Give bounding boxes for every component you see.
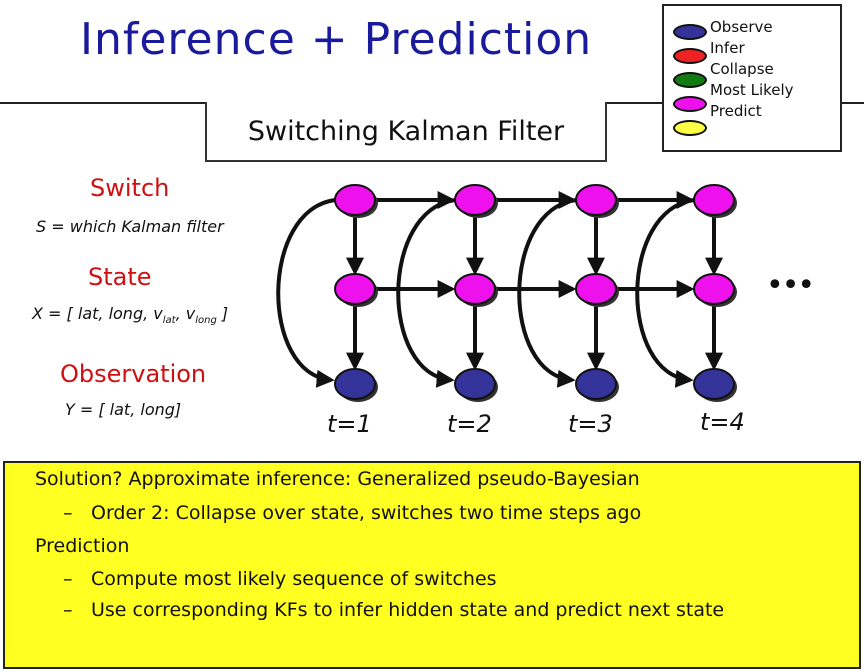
observation-node-t1 bbox=[334, 368, 376, 400]
state-row-label: State bbox=[88, 263, 152, 291]
switch-node-t2 bbox=[454, 184, 496, 216]
legend-swatch-predict bbox=[673, 120, 707, 136]
state-desc-sub-long: long bbox=[195, 315, 217, 327]
page-title: Inference + Prediction bbox=[80, 14, 593, 65]
bullet-solution: Solution? Approximate inference: General… bbox=[35, 468, 640, 490]
state-node-t2 bbox=[454, 273, 496, 305]
observation-row-desc: Y = [ lat, long] bbox=[65, 400, 182, 419]
observation-row-label: Observation bbox=[60, 360, 207, 388]
state-desc-mid: , v bbox=[175, 304, 196, 323]
state-row-desc: X = [ lat, long, vlat, vlong ] bbox=[32, 304, 228, 326]
switch-node-t1 bbox=[334, 184, 376, 216]
time-label-3: t=3 bbox=[568, 410, 613, 438]
bullet-most-likely-sequence: –Compute most likely sequence of switche… bbox=[63, 568, 497, 590]
switch-row-label: Switch bbox=[90, 174, 170, 202]
edge-switch-to-observation-t1 bbox=[276, 198, 336, 388]
legend-label-predict: Predict bbox=[710, 102, 762, 120]
legend-swatch-observe bbox=[673, 24, 707, 40]
state-desc-prefix: X = [ lat, long, v bbox=[32, 304, 163, 323]
state-node-t1 bbox=[334, 273, 376, 305]
bullet-dash: – bbox=[63, 599, 73, 621]
bullet-most-likely-sequence-text: Compute most likely sequence of switches bbox=[91, 568, 497, 590]
continuation-ellipsis: ••• bbox=[766, 268, 815, 303]
bullet-dash: – bbox=[63, 568, 73, 590]
bullet-order-2-text: Order 2: Collapse over state, switches t… bbox=[91, 502, 642, 524]
switching-kalman-diagram bbox=[276, 184, 737, 402]
bullet-use-kfs-text: Use corresponding KFs to infer hidden st… bbox=[91, 599, 725, 621]
subtitle: Switching Kalman Filter bbox=[247, 115, 565, 147]
switch-node-t4 bbox=[693, 184, 735, 216]
switch-node-t3 bbox=[575, 184, 617, 216]
edge-switch-to-observation-t3 bbox=[517, 198, 577, 388]
time-label-2: t=2 bbox=[447, 410, 492, 438]
bullet-use-kfs: –Use corresponding KFs to infer hidden s… bbox=[63, 599, 724, 621]
legend-label-most-likely: Most Likely bbox=[710, 81, 794, 99]
bullet-dash: – bbox=[63, 502, 73, 524]
time-label-4: t=4 bbox=[700, 408, 745, 436]
state-node-t3 bbox=[575, 273, 617, 305]
observation-node-t2 bbox=[454, 368, 496, 400]
state-desc-suffix: ] bbox=[216, 304, 229, 323]
bullet-prediction: Prediction bbox=[35, 535, 130, 557]
legend-label-observe: Observe bbox=[710, 18, 773, 36]
legend-swatch-most-likely bbox=[673, 96, 707, 112]
switch-row-desc: S = which Kalman filter bbox=[36, 217, 224, 236]
time-label-1: t=1 bbox=[327, 410, 372, 438]
legend-label-collapse: Collapse bbox=[710, 60, 774, 78]
edge-switch-to-observation-t4 bbox=[635, 198, 695, 388]
subtitle-box: Switching Kalman Filter bbox=[205, 102, 607, 162]
legend: Observe Infer Collapse Most Likely Predi… bbox=[662, 4, 842, 152]
solution-panel: Solution? Approximate inference: General… bbox=[3, 461, 861, 669]
state-desc-sub-lat: lat bbox=[162, 315, 176, 327]
observation-node-t3 bbox=[575, 368, 617, 400]
legend-swatch-collapse bbox=[673, 72, 707, 88]
state-node-t4 bbox=[693, 273, 735, 305]
observation-node-t4 bbox=[693, 368, 735, 400]
edge-switch-to-observation-t2 bbox=[396, 198, 456, 388]
legend-label-infer: Infer bbox=[710, 39, 745, 57]
bullet-order-2: –Order 2: Collapse over state, switches … bbox=[63, 502, 641, 524]
legend-swatch-infer bbox=[673, 48, 707, 64]
